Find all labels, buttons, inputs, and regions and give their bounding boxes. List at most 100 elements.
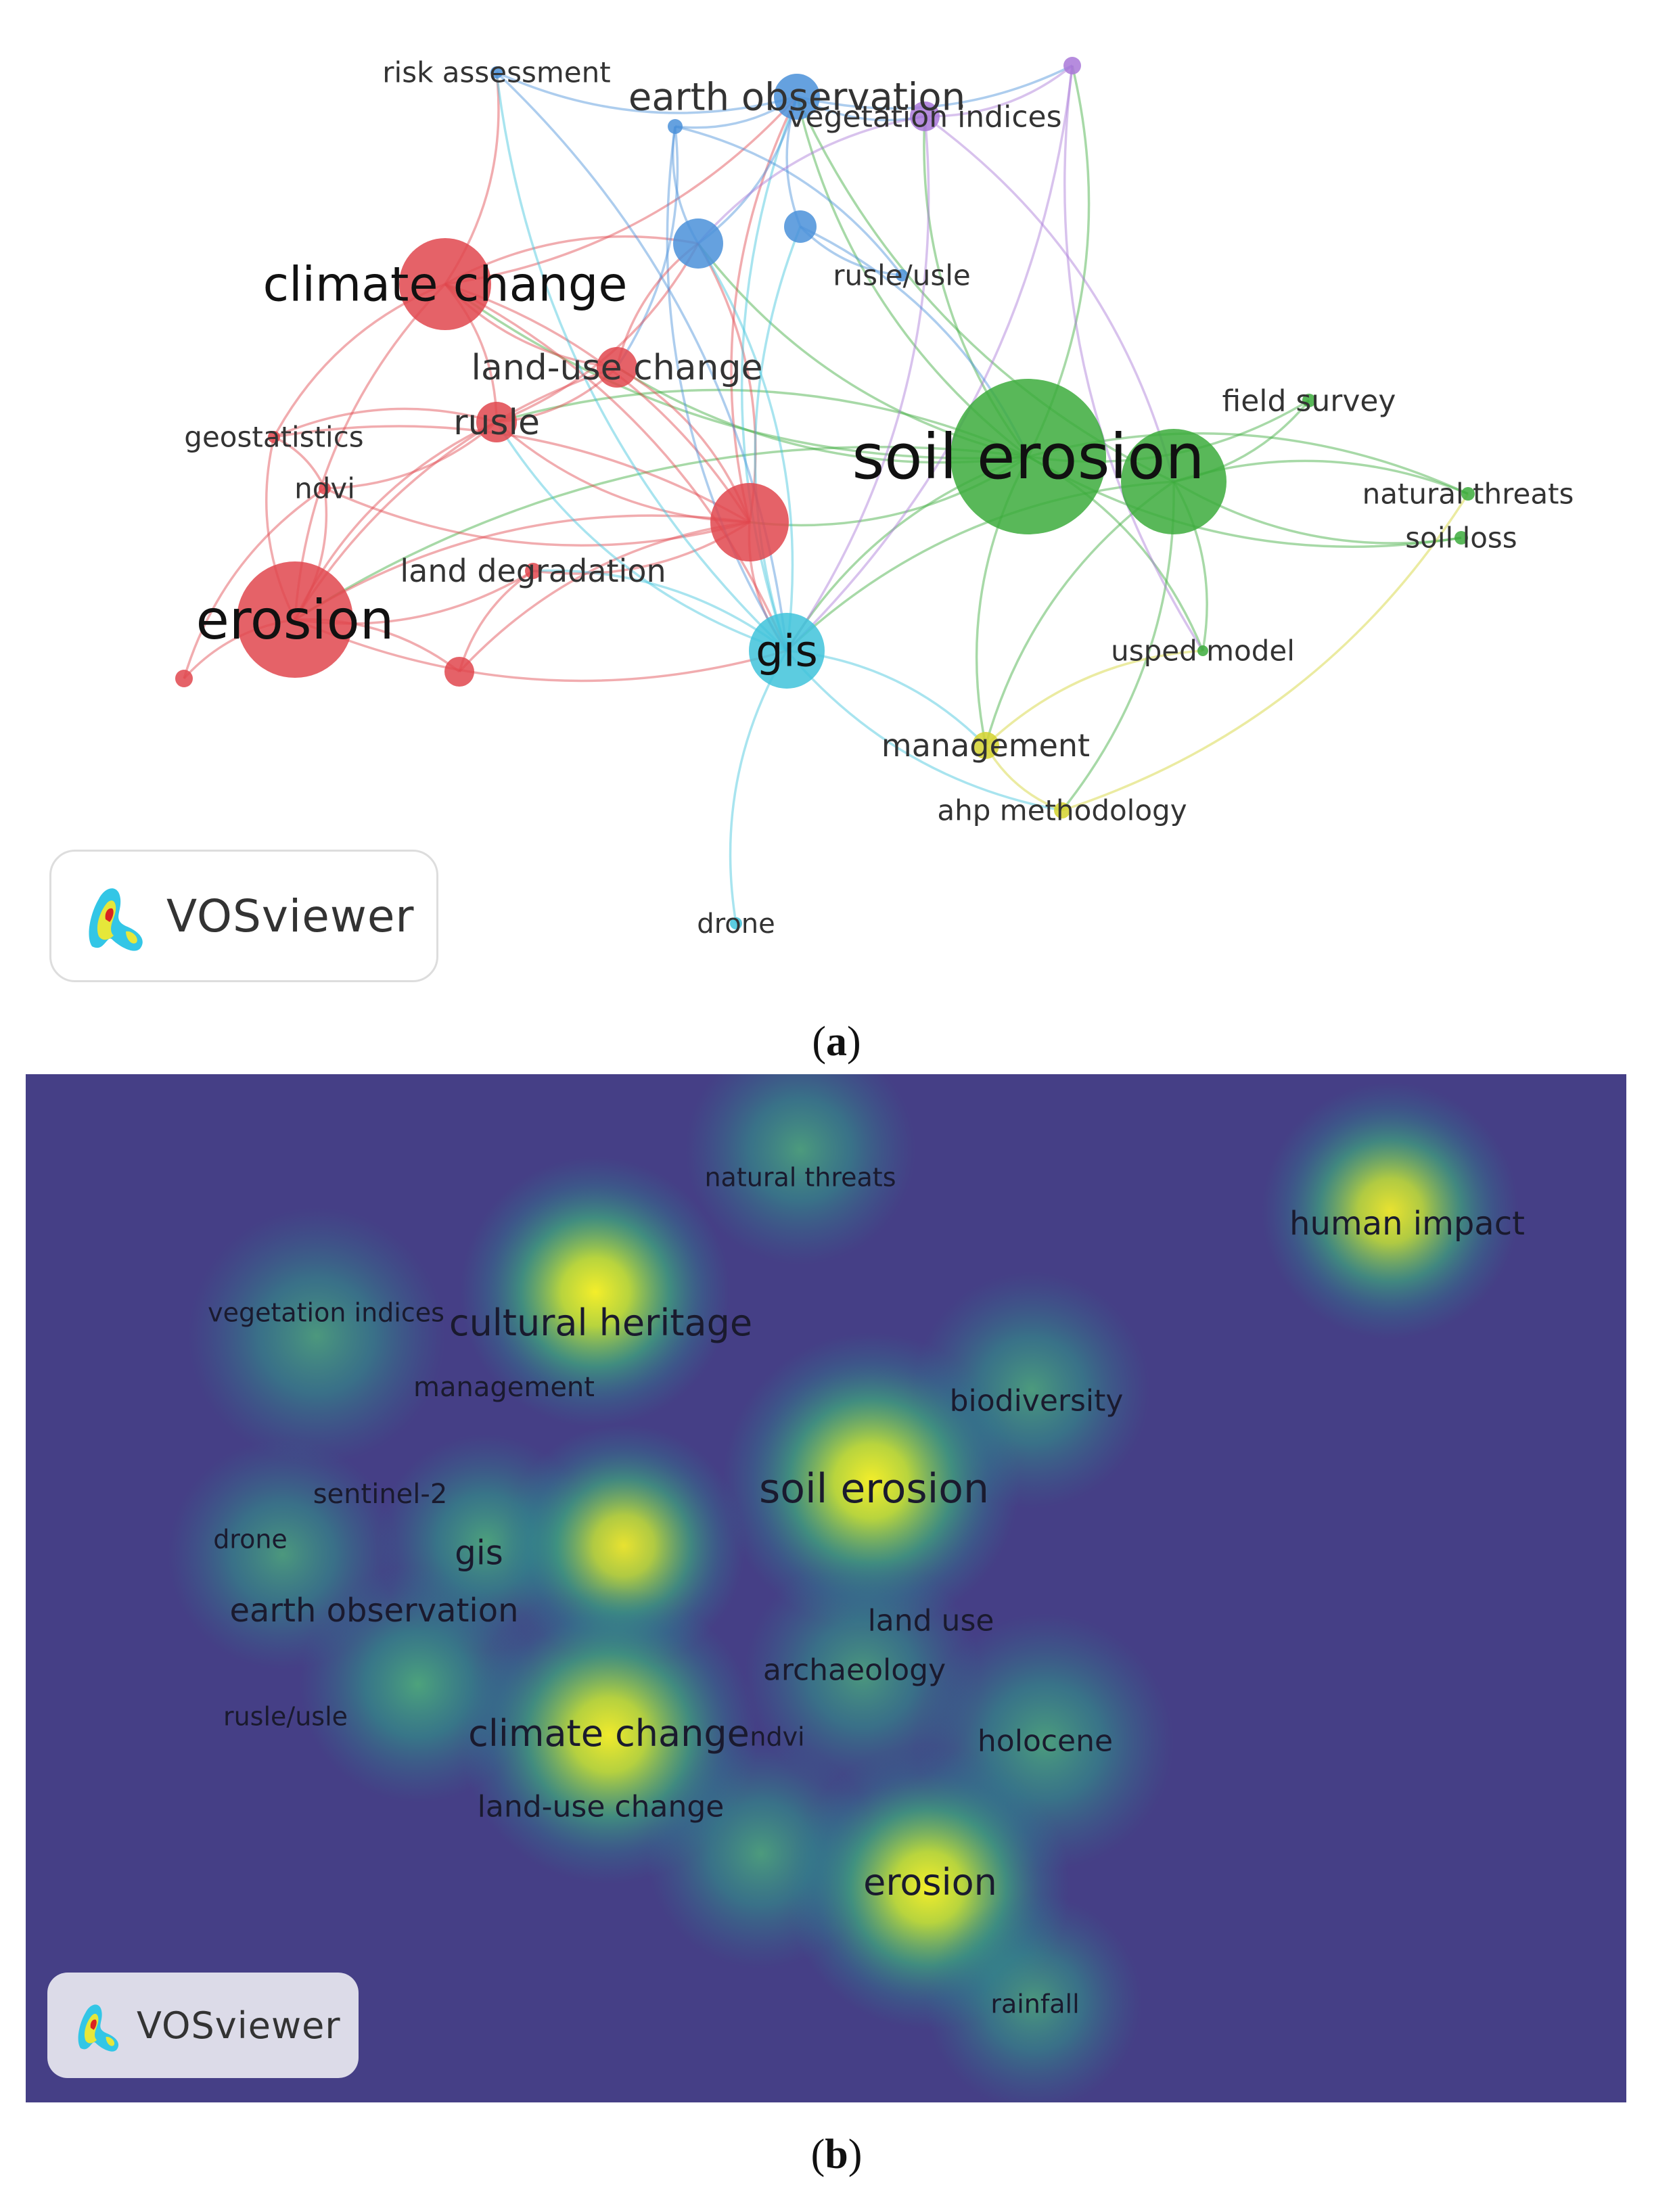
density-label: climate change [468, 1712, 750, 1755]
node-label-geostatistics: geostatistics [184, 421, 363, 454]
node-blue-mid[interactable] [673, 218, 723, 269]
node-label-earth-observation: earth observation [628, 76, 965, 120]
network-link [924, 64, 1074, 118]
vosviewer-brand-text: VOSviewer [166, 890, 415, 942]
node-ahp-methodology[interactable] [1054, 802, 1070, 819]
vosviewer-logo-icon [78, 2004, 119, 2052]
network-link [730, 96, 798, 523]
network-link [273, 407, 497, 438]
caption-b: (b) [810, 2132, 863, 2178]
density-label: biodiversity [950, 1383, 1124, 1418]
density-label: land-use change [478, 1789, 725, 1824]
node-geostatistics[interactable] [268, 431, 280, 443]
node-field-survey[interactable] [1302, 394, 1316, 407]
density-label: management [413, 1372, 595, 1403]
density-label: vegetation indices [208, 1297, 444, 1327]
network-link [294, 366, 618, 620]
network-link [496, 388, 1029, 458]
node-land-use-change[interactable] [597, 347, 637, 388]
node-green2[interactable] [1121, 429, 1227, 534]
network-link [458, 521, 750, 673]
node-blue-mid2[interactable] [784, 210, 817, 243]
node-label-rusle: rusle [453, 402, 540, 443]
node-rusle-usle[interactable] [896, 269, 908, 281]
network-link [754, 226, 802, 651]
node-label-management: management [881, 727, 1090, 764]
network-link [740, 96, 798, 651]
node-gis[interactable] [749, 613, 825, 689]
vosviewer-badge: VOSviewer [47, 1973, 359, 2078]
density-blob [925, 1894, 1142, 2102]
network-link [294, 618, 787, 683]
network-link [697, 115, 925, 245]
node-label-land-use-change: land-use change [472, 348, 763, 388]
node-management[interactable] [972, 732, 999, 759]
node-soil-erosion[interactable] [950, 379, 1106, 534]
node-risk-assessment[interactable] [490, 66, 503, 78]
network-link [294, 514, 750, 621]
density-label: holocene [978, 1724, 1113, 1758]
density-blob [685, 1074, 915, 1265]
density-label: rainfall [990, 1989, 1079, 2019]
vosviewer-brand-text: VOSviewer [137, 2004, 341, 2047]
node-label-land-degradation: land degradation [400, 553, 666, 589]
network-link [796, 64, 1073, 110]
node-ndvi[interactable] [319, 482, 331, 494]
node-label-field-survey: field survey [1222, 384, 1396, 418]
density-label: ndvi [750, 1722, 804, 1751]
node-drone[interactable] [730, 917, 742, 929]
node-label-ahp-methodology: ahp methodology [937, 794, 1187, 827]
network-link [785, 649, 1063, 812]
node-label-climate-change: climate change [263, 257, 628, 313]
node-vegetation-indices[interactable] [910, 101, 940, 131]
density-label: human impact [1289, 1205, 1525, 1243]
density-label: gis [455, 1534, 503, 1573]
node-label-ndvi: ndvi [294, 472, 355, 505]
network-link [616, 126, 679, 368]
density-label: archaeology [763, 1653, 946, 1687]
node-blue-small[interactable] [668, 119, 683, 134]
network-link [785, 65, 1074, 652]
node-label-rusle-usle: rusle/usle [833, 259, 970, 292]
node-label-soil-erosion: soil erosion [852, 421, 1204, 493]
node-purple-small[interactable] [1063, 57, 1081, 74]
network-link [273, 425, 750, 524]
node-soil-loss[interactable] [1454, 531, 1468, 545]
node-erosion[interactable] [237, 561, 353, 678]
density-blob-layer [168, 1074, 1519, 2102]
density-label: land use [868, 1603, 994, 1638]
node-label-risk-assessment: risk assessment [382, 56, 610, 89]
node-red-small2[interactable] [444, 657, 474, 687]
node-earth-observation[interactable] [774, 74, 820, 120]
node-rusle[interactable] [476, 402, 517, 442]
caption-a: (a) [812, 1019, 861, 1065]
node-land-degradation[interactable] [525, 563, 541, 579]
network-link [444, 283, 1029, 460]
network-link [273, 436, 326, 489]
node-label-natural-threats: natural threats [1362, 478, 1574, 511]
vosviewer-badge: VOSviewer [49, 850, 438, 982]
network-link [1063, 65, 1204, 651]
density-map-panel: natural threats human impact vegetation in… [26, 1074, 1626, 2102]
density-label: earth observation [229, 1592, 518, 1630]
density-label: drone [213, 1524, 288, 1554]
node-label-drone: drone [697, 908, 775, 940]
network-link [183, 487, 325, 679]
density-blob [723, 1333, 1020, 1630]
density-blob [460, 1157, 731, 1427]
density-label: natural threats [704, 1162, 896, 1192]
network-link [785, 480, 1174, 652]
density-label: soil erosion [759, 1465, 989, 1513]
network-link [444, 283, 788, 651]
node-usped-model[interactable] [1197, 645, 1208, 656]
node-red-small1[interactable] [175, 670, 193, 687]
network-link [984, 649, 1204, 747]
density-label: cultural heritage [449, 1301, 752, 1344]
network-link [666, 126, 788, 651]
network-link [697, 243, 757, 523]
network-link [923, 115, 1175, 482]
network-link [495, 72, 788, 652]
node-natural-threats[interactable] [1461, 487, 1475, 501]
node-red-center[interactable] [710, 483, 789, 561]
node-climate-change[interactable] [399, 238, 491, 330]
